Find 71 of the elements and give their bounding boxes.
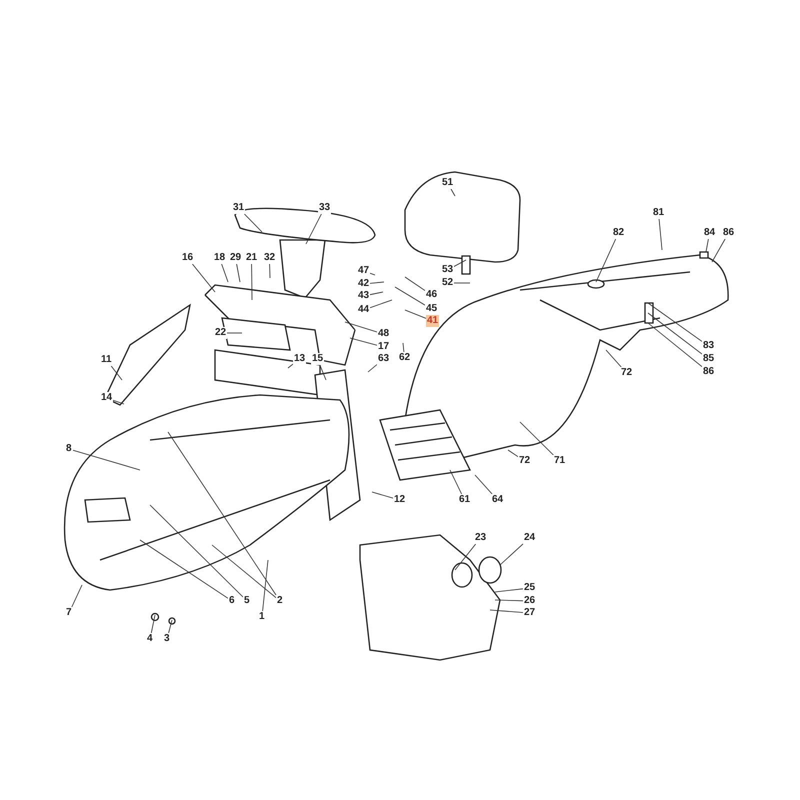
callout-number: 23 — [474, 532, 488, 544]
leader-line — [450, 188, 456, 196]
leader-line — [150, 614, 156, 634]
callout-number: 29 — [229, 252, 242, 264]
leader-line — [71, 584, 82, 608]
leader-line — [370, 272, 376, 276]
callout-number: 18 — [213, 252, 226, 264]
leader-line — [244, 214, 262, 232]
leader-line — [404, 310, 426, 319]
leader-line — [288, 364, 294, 368]
leader-line — [450, 470, 462, 494]
leader-line — [454, 282, 470, 284]
leader-line — [370, 292, 384, 296]
leader-line — [402, 342, 404, 352]
leader-line — [394, 286, 426, 306]
leader-line — [494, 600, 524, 602]
callout-number: 41 — [426, 315, 440, 327]
leader-line — [658, 218, 662, 250]
leader-line — [212, 544, 276, 598]
callout-number: 22 — [214, 327, 228, 339]
leader-line — [370, 282, 384, 284]
leader-line — [262, 560, 268, 612]
callout-number: 14 — [100, 392, 114, 404]
leader-line — [168, 620, 172, 634]
callout-number: 31 — [232, 202, 246, 214]
leader-line — [370, 300, 392, 308]
callout-number: 11 — [100, 354, 113, 366]
leader-line — [368, 364, 378, 372]
leader-line — [226, 332, 242, 334]
leader-line — [192, 264, 216, 292]
leader-line — [110, 366, 122, 380]
leader-line — [168, 432, 276, 596]
leader-line — [344, 322, 378, 332]
leader-line — [648, 322, 702, 368]
leader-line — [706, 238, 709, 252]
leader-line — [320, 364, 326, 380]
leader-line — [350, 338, 378, 346]
callout-number: 15 — [311, 353, 324, 365]
leader-line — [454, 544, 476, 570]
leader-line — [251, 264, 252, 300]
leader-line — [508, 450, 518, 458]
callout-number: 51 — [441, 177, 454, 189]
leader-line — [221, 264, 228, 282]
callout-number: 63 — [377, 353, 390, 365]
leader-line — [490, 610, 524, 613]
callout-number: 47 — [357, 265, 370, 277]
leader-line — [269, 264, 270, 278]
leader-line — [494, 588, 524, 592]
leader-line — [500, 544, 524, 566]
leader-line — [712, 238, 726, 262]
leader-line — [520, 422, 554, 456]
leader-line — [454, 260, 466, 267]
leader-line — [404, 276, 426, 291]
leader-line — [112, 400, 124, 404]
leader-line — [596, 238, 616, 282]
callout-number: 86 — [722, 227, 736, 239]
leader-line — [648, 302, 702, 342]
leader-line — [606, 350, 622, 368]
callout-number: 16 — [181, 252, 194, 264]
callout-number: 84 — [703, 227, 716, 239]
leader-line — [150, 504, 244, 598]
callout-number: 82 — [612, 227, 626, 239]
leader-line — [140, 540, 228, 599]
leader-line — [372, 492, 394, 498]
leader-line — [648, 312, 702, 354]
leader-line — [306, 214, 322, 244]
leader-line — [72, 450, 140, 470]
callout-number: 13 — [293, 353, 306, 365]
leader-line — [236, 264, 240, 282]
leader-line — [474, 474, 492, 494]
callout-number: 33 — [318, 202, 332, 214]
